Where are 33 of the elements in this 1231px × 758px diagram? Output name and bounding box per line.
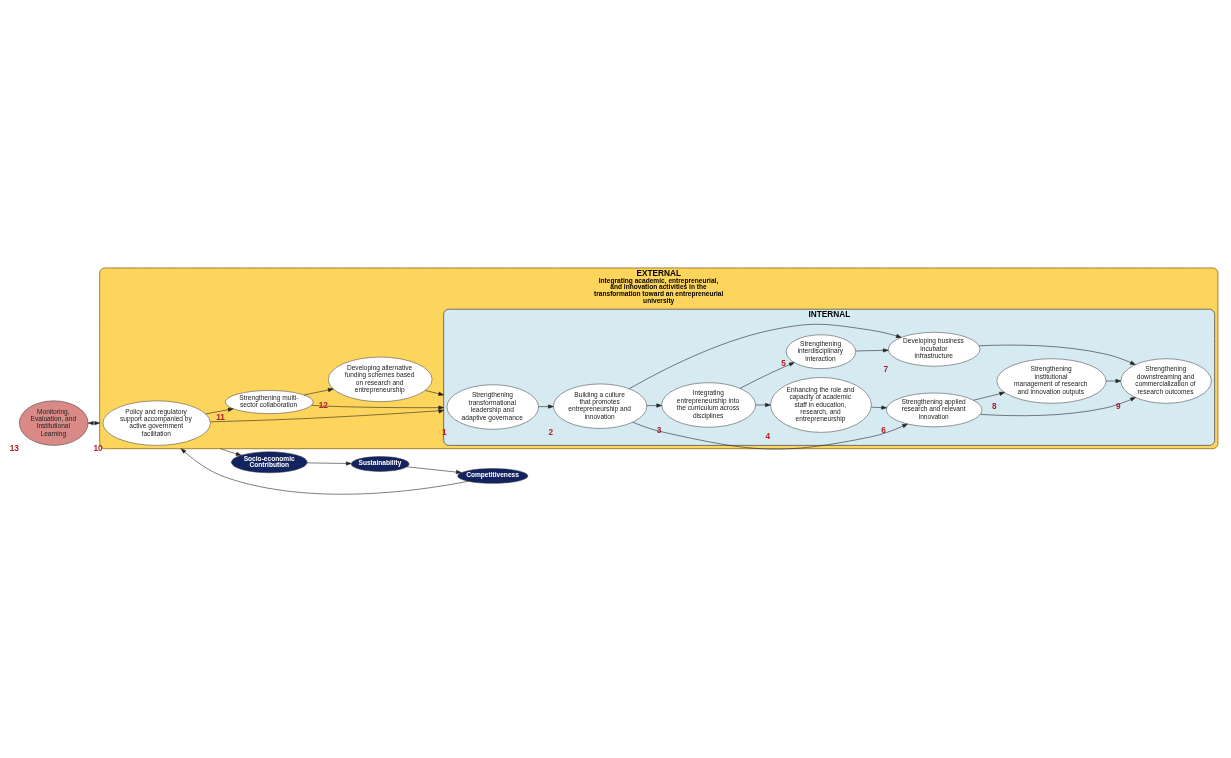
arrow [210,408,444,422]
arrow [406,466,462,474]
arrow [220,447,242,456]
arrow [871,405,887,410]
arrow [632,421,908,449]
arrow [739,361,795,389]
arrow [180,447,469,494]
arrow [855,347,889,352]
arrow [311,404,444,410]
arrow [755,402,771,407]
node-label: 4 [765,431,771,441]
arrow [973,391,1005,401]
node-label: 11 [216,412,225,422]
arrow [538,404,554,409]
arrow [424,389,444,396]
node-label: 8 [991,401,997,411]
arrow [980,396,1136,416]
node-label: 13 [9,443,19,453]
arrow [303,387,334,395]
node-label: 12 [318,400,328,410]
node-label: 2 [548,427,554,437]
node-label: 9 [1115,401,1121,411]
node-label: 5 [781,358,786,368]
arrow [628,323,902,389]
arrow [646,403,662,408]
arrow [306,460,352,465]
node-label: 6 [881,425,886,435]
arrow [978,344,1136,365]
arrow [1105,378,1122,383]
node-label: 1 [442,427,447,437]
node-label: 3 [656,425,662,435]
arrow [205,407,234,414]
node-label: 7 [883,364,888,374]
